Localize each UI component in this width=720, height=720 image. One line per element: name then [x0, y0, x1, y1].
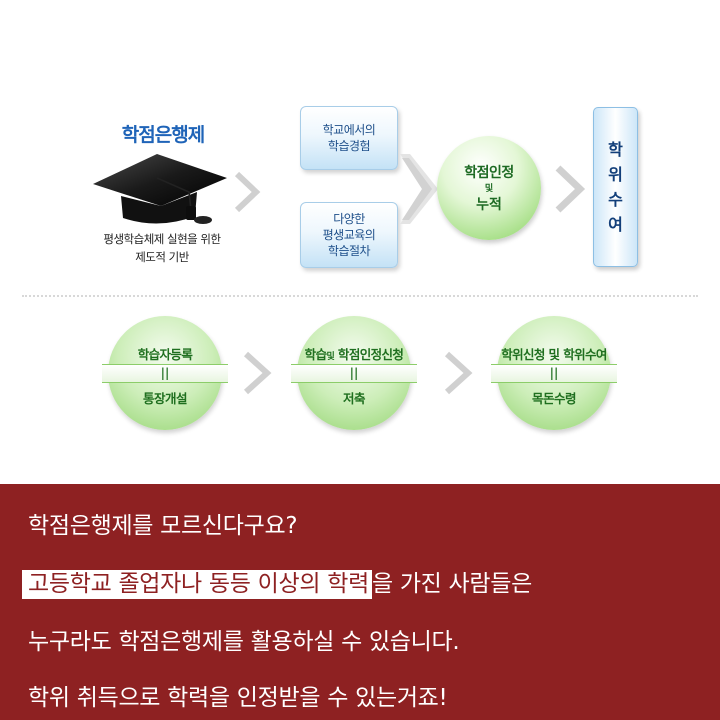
input-line: 평생교육의: [322, 228, 376, 242]
input-line: 학습경험: [327, 139, 371, 153]
chevron-right-icon: [234, 171, 261, 213]
step-credit-application: 학습및 학점인정신청 || 저축: [291, 316, 417, 430]
caption-line4: 학위 취득으로 학력을 인정받을 수 있는거죠!: [28, 685, 448, 711]
brand-subtitle-line1: 평생학습체제 실현을 위한: [103, 232, 221, 246]
credit-recognition-circle: 학점인정 및 누적: [437, 136, 541, 240]
chevron-right-icon: [444, 351, 473, 395]
input-line: 다양한: [333, 212, 365, 226]
caption-line2-rest: 을 가진 사람들은: [371, 571, 532, 597]
step-learner-registration: 학습자등록 || 통장개설: [102, 316, 228, 430]
pill-band: [102, 364, 228, 383]
brand-title: 학점은행제: [121, 124, 205, 146]
merge-arrow-icon: [400, 154, 438, 224]
caption-line3: 누구라도 학점은행제를 활용하실 수 있습니다.: [28, 629, 460, 655]
step-top-label: 학습및 학점인정신청: [297, 344, 411, 363]
input-box-lifelong-learning: 다양한 평생교육의 학습절차: [300, 202, 398, 268]
step-bottom-label: 저축: [342, 391, 366, 406]
chevron-right-icon: [243, 351, 272, 395]
graduation-cap-icon: [93, 154, 227, 224]
degree-award-text: 학위수여: [608, 140, 623, 234]
brand-subtitle: 평생학습체제 실현을 위한 제도적 기반: [74, 230, 250, 266]
step-top-rest: 학점인정신청: [334, 347, 404, 362]
degree-award-box: 학위수여: [593, 107, 638, 267]
step-connector: ||: [160, 366, 170, 380]
section-divider: [22, 295, 698, 297]
caption-highlight: 고등학교 졸업자나 동등 이상의 학력: [22, 570, 372, 599]
input-line: 학습절차: [327, 244, 371, 258]
step-connector: ||: [549, 366, 559, 380]
brand-subtitle-line2: 제도적 기반: [135, 250, 189, 264]
step-top-text: 학습: [304, 347, 327, 362]
step-top-text: 학습자등록: [137, 347, 193, 362]
input-line: 학교에서의: [322, 123, 376, 137]
step-top-small: 및: [326, 352, 335, 362]
caption-line1: 학점은행제를 모르신다구요?: [28, 513, 298, 539]
center-line2: 누적: [476, 197, 502, 213]
chevron-right-icon: [555, 165, 586, 213]
step-bottom-label: 목돈수령: [531, 391, 577, 406]
pill-band: [491, 364, 617, 383]
step-bottom-label: 통장개설: [142, 391, 188, 406]
pill-band: [291, 364, 417, 383]
center-line1: 학점인정: [464, 165, 514, 181]
input-box-school-learning: 학교에서의 학습경험: [300, 106, 398, 170]
step-connector: ||: [349, 366, 359, 380]
diagram-area: 학점은행제 평생학습체제 실현을 위한 제도적 기반 학교에서의 학습경험 다양…: [22, 106, 698, 430]
step-top-text: 학위신청 및 학위수여: [501, 347, 607, 362]
step-top-label: 학습자등록: [108, 344, 222, 363]
center-connector: 및: [484, 184, 494, 194]
step-top-label: 학위신청 및 학위수여: [497, 344, 611, 363]
step-degree-application: 학위신청 및 학위수여 || 목돈수령: [491, 316, 617, 430]
